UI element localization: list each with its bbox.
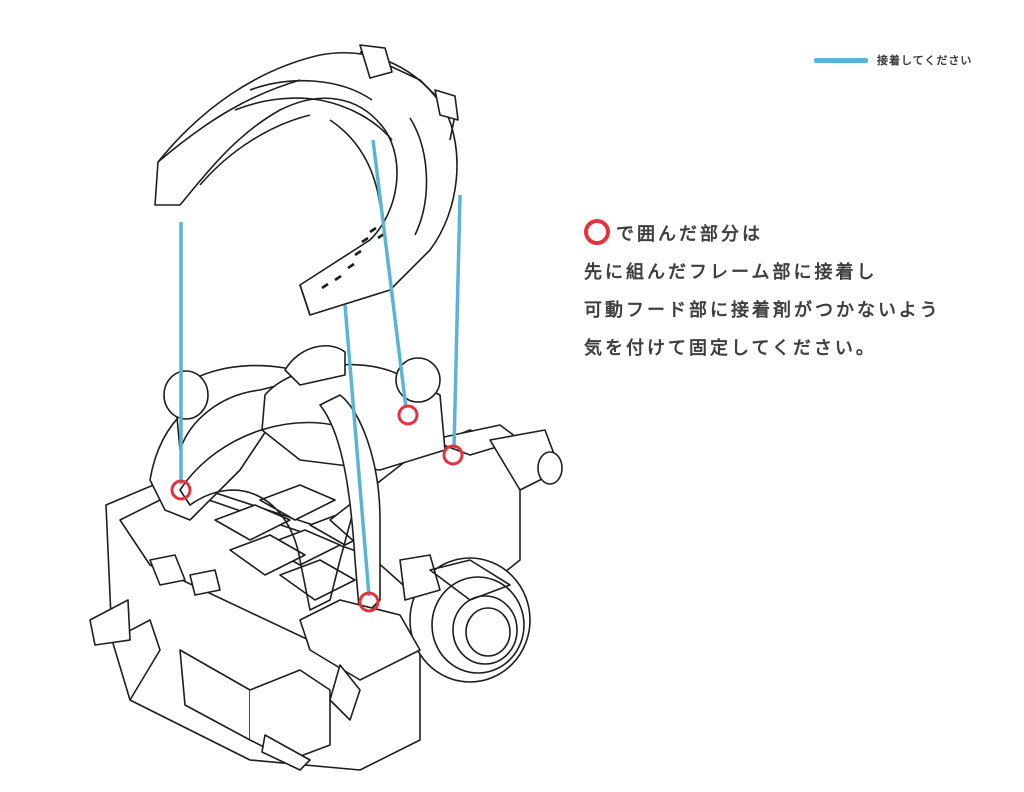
instructions-text: で囲んだ部分は 先に組んだフレーム部に接着し 可動フード部に接着剤がつかないよう… [584,216,1014,368]
instruction-line: で囲んだ部分は [584,216,1014,254]
instruction-line: 可動フード部に接着剤がつかないよう [584,300,941,321]
frame-assembly [89,344,563,771]
legend-label: 接着してください [877,54,973,67]
legend-line-swatch [814,57,868,63]
red-circle-icon [584,219,610,245]
glue-point-front [358,591,380,613]
glue-point-left [170,479,192,501]
legend: 接着してください [814,50,972,70]
glue-point-right [442,444,464,466]
instruction-line: 先に組んだフレーム部に接着し [584,262,878,283]
glue-line-front [343,304,371,597]
glue-line-right [452,194,462,449]
glue-lines [179,139,462,597]
instruction-line-text: で囲んだ部分は [616,224,763,245]
hood-part [154,44,459,316]
glue-line-center [371,139,408,409]
instruction-line: 気を付けて固定してください。 [584,338,877,359]
glue-markers [170,404,464,613]
glue-point-center [397,404,419,426]
